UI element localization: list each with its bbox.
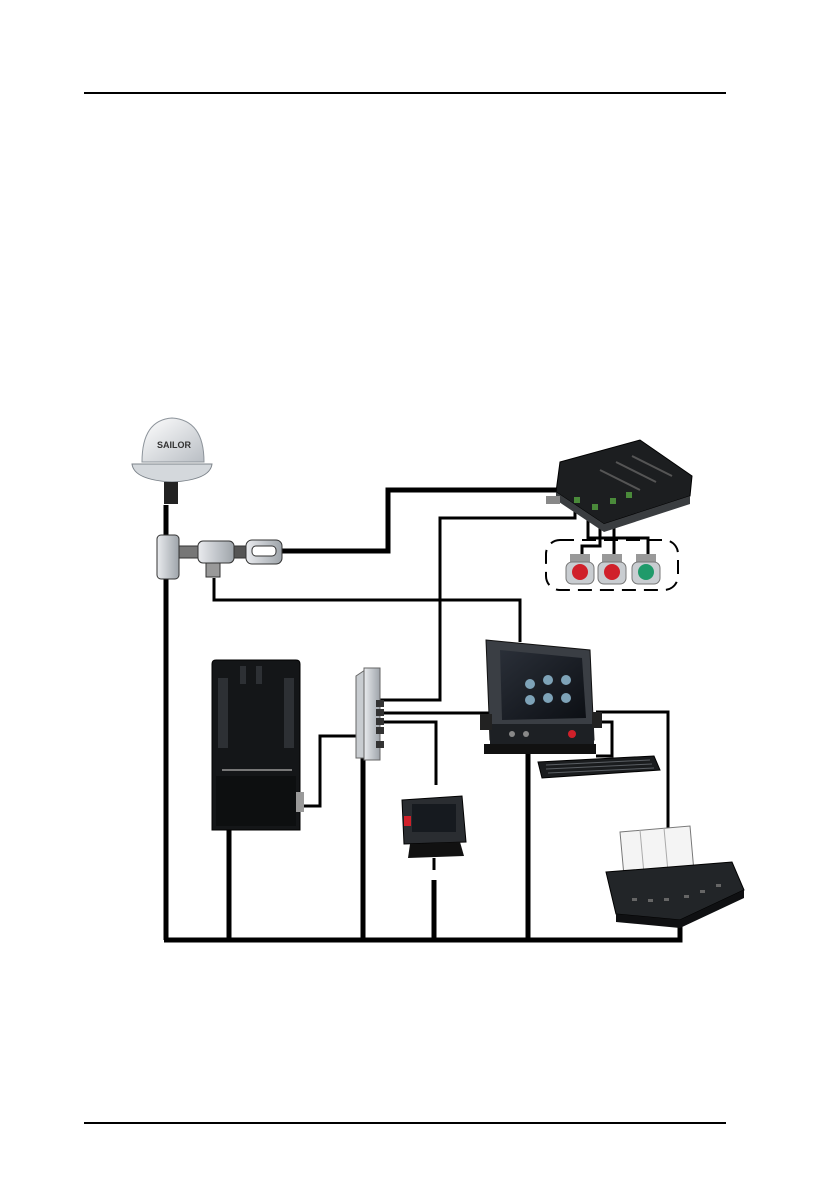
cable-display-to-printer (596, 712, 668, 846)
keyboard-icon (538, 756, 660, 778)
power-supply-icon (212, 660, 304, 830)
cable-bottom-bus (164, 918, 680, 940)
alarm-buttons-icon (546, 540, 678, 590)
cable-junction-top (280, 490, 560, 551)
ethernet-switch-icon (356, 668, 384, 760)
antenna-brand-label: SAILOR (157, 440, 192, 450)
cable-tee-to-display (214, 578, 520, 642)
cable-switch-to-handset (380, 722, 436, 785)
small-display-icon (402, 796, 466, 858)
satellite-antenna-icon: SAILOR (132, 418, 212, 504)
touch-display-icon (480, 640, 602, 754)
printer-icon (606, 826, 744, 928)
connector-tee-icon (157, 535, 282, 579)
